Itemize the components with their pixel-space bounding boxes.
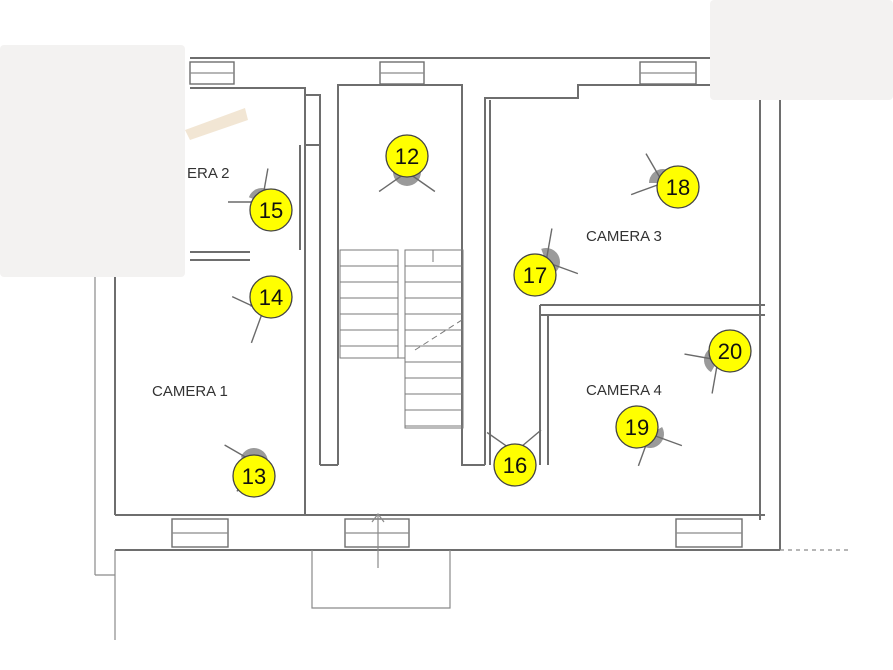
redacted-patch-left [0,45,185,277]
camera-marker-16[interactable]: 16 [493,443,537,487]
room-label-camera-3: CAMERA 3 [586,228,662,245]
camera-marker-19[interactable]: 19 [615,405,659,449]
staircase [339,249,466,429]
svg-text:13: 13 [242,464,266,489]
room-label-camera-4: CAMERA 4 [586,382,662,399]
camera-marker-12[interactable]: 12 [385,134,429,178]
blurred-highlight [185,108,248,140]
windows [171,61,743,548]
svg-text:17: 17 [523,263,547,288]
redacted-patch-right [710,0,893,100]
svg-text:14: 14 [259,285,283,310]
svg-text:12: 12 [395,144,419,169]
camera-marker-20[interactable]: 20 [708,329,752,373]
camera-marker-14[interactable]: 14 [249,275,293,319]
svg-text:19: 19 [625,415,649,440]
room-label-camera-2: ERA 2 [187,165,230,182]
svg-text:15: 15 [259,198,283,223]
svg-text:20: 20 [718,339,742,364]
camera-marker-13[interactable]: 13 [232,454,276,498]
room-label-camera-1: CAMERA 1 [152,383,228,400]
entrance-porch [311,513,451,609]
room-labels: CAMERA 1 ERA 2 CAMERA 3 CAMERA 4 [152,165,662,400]
camera-marker-15[interactable]: 15 [249,188,293,232]
camera-marker-17[interactable]: 17 [513,253,557,297]
svg-text:18: 18 [666,175,690,200]
camera-marker-18[interactable]: 18 [656,165,700,209]
camera-markers: 12 13 14 15 16 17 18 19 [232,134,752,498]
interior-walls [190,84,765,515]
svg-text:16: 16 [503,453,527,478]
